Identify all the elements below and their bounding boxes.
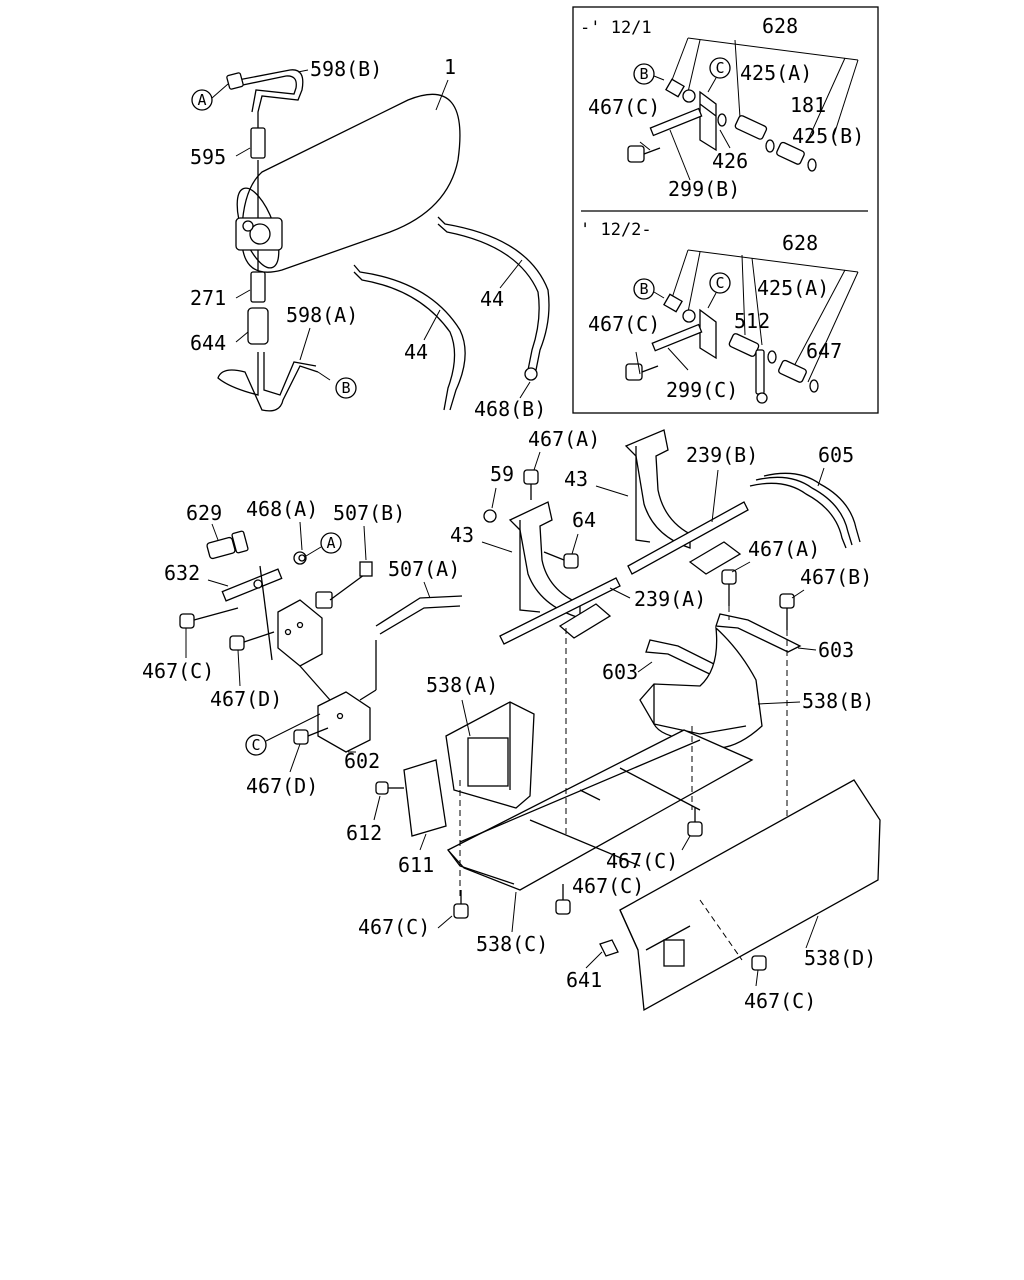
inset-lower-header: ' 12/2-: [580, 220, 652, 240]
inset-ref-b-lower: B: [633, 278, 665, 300]
label-467d-upper: 467(D): [210, 687, 282, 711]
label-538b: 538(B): [802, 689, 874, 713]
label-611: 611: [398, 853, 434, 877]
label-605: 605: [818, 443, 854, 467]
ref-b-bottom: B: [335, 377, 357, 399]
label-181: 181: [790, 93, 826, 117]
label-467c-lower-center: 467(C): [572, 874, 644, 898]
center-bracket-group: [483, 429, 861, 645]
label-44-right: 44: [480, 287, 504, 311]
label-598b: 598(B): [310, 57, 382, 81]
label-612: 612: [346, 821, 382, 845]
floor-panel-group: [375, 628, 881, 1012]
strap-right: [437, 216, 550, 371]
label-467c-inset-lower: 467(C): [588, 312, 660, 336]
svg-text:A: A: [197, 91, 206, 109]
label-538d: 538(D): [804, 946, 876, 970]
label-467d-lower: 467(D): [246, 774, 318, 798]
inset-ref-c-upper: C: [707, 57, 731, 93]
label-641: 641: [566, 968, 602, 992]
label-467b: 467(B): [800, 565, 872, 589]
label-603-right: 603: [818, 638, 854, 662]
inset-ref-c-lower: C: [707, 272, 731, 309]
label-467c-inset-upper: 467(C): [588, 95, 660, 119]
label-299b: 299(B): [668, 177, 740, 201]
label-59: 59: [490, 462, 514, 486]
svg-text:B: B: [341, 379, 350, 397]
label-598a: 598(A): [286, 303, 358, 327]
label-425b: 425(B): [792, 124, 864, 148]
label-629: 629: [186, 501, 222, 525]
svg-text:C: C: [251, 736, 260, 754]
label-239a: 239(A): [634, 587, 706, 611]
label-628-upper: 628: [762, 14, 798, 38]
label-538c: 538(C): [476, 932, 548, 956]
label-239b: 239(B): [686, 443, 758, 467]
tank-straps: [353, 216, 550, 411]
label-538a: 538(A): [426, 673, 498, 697]
label-467a-right: 467(A): [748, 537, 820, 561]
left-bracket-group: [179, 530, 463, 753]
label-467c-left: 467(C): [142, 659, 214, 683]
label-43-upper: 43: [564, 467, 588, 491]
label-467a-top: 467(A): [528, 427, 600, 451]
inset-upper-header: -' 12/1: [580, 18, 652, 38]
inset-frame: [572, 6, 879, 414]
label-603-left: 603: [602, 660, 638, 684]
label-271: 271: [190, 286, 226, 310]
svg-text:C: C: [715, 274, 724, 292]
label-299c: 299(C): [666, 378, 738, 402]
label-644: 644: [190, 331, 226, 355]
label-425a-lower: 425(A): [757, 276, 829, 300]
label-602: 602: [344, 749, 380, 773]
inset-ref-b-upper: B: [633, 63, 665, 85]
label-44-left: 44: [404, 340, 428, 364]
label-507a: 507(A): [388, 557, 460, 581]
label-512: 512: [734, 309, 770, 333]
label-507b: 507(B): [333, 501, 405, 525]
strap-left: [353, 264, 466, 411]
label-632: 632: [164, 561, 200, 585]
air-tank-assembly: [217, 69, 461, 412]
label-468b: 468(B): [474, 397, 546, 421]
svg-text:A: A: [326, 534, 335, 552]
label-43-lower: 43: [450, 523, 474, 547]
label-595: 595: [190, 145, 226, 169]
svg-text:B: B: [639, 65, 648, 83]
svg-text:C: C: [715, 59, 724, 77]
ref-a-top: A: [191, 83, 229, 111]
label-425a-upper: 425(A): [740, 61, 812, 85]
label-647: 647: [806, 339, 842, 363]
label-467c-bottom-left: 467(C): [358, 915, 430, 939]
ref-a-middle: A: [305, 532, 342, 557]
label-426: 426: [712, 149, 748, 173]
label-628-lower: 628: [782, 231, 818, 255]
lower-fitting-assembly: [625, 249, 859, 404]
detail-inset: -' 12/1 ' 12/2-: [572, 6, 879, 414]
svg-text:B: B: [639, 280, 648, 298]
upper-fitting-assembly: [627, 37, 859, 181]
label-467c-bottom-right: 467(C): [744, 989, 816, 1013]
ref-c-middle: C: [245, 713, 321, 756]
label-64: 64: [572, 508, 596, 532]
label-467c-center: 467(C): [606, 849, 678, 873]
label-1: 1: [444, 55, 456, 79]
label-468a: 468(A): [246, 497, 318, 521]
